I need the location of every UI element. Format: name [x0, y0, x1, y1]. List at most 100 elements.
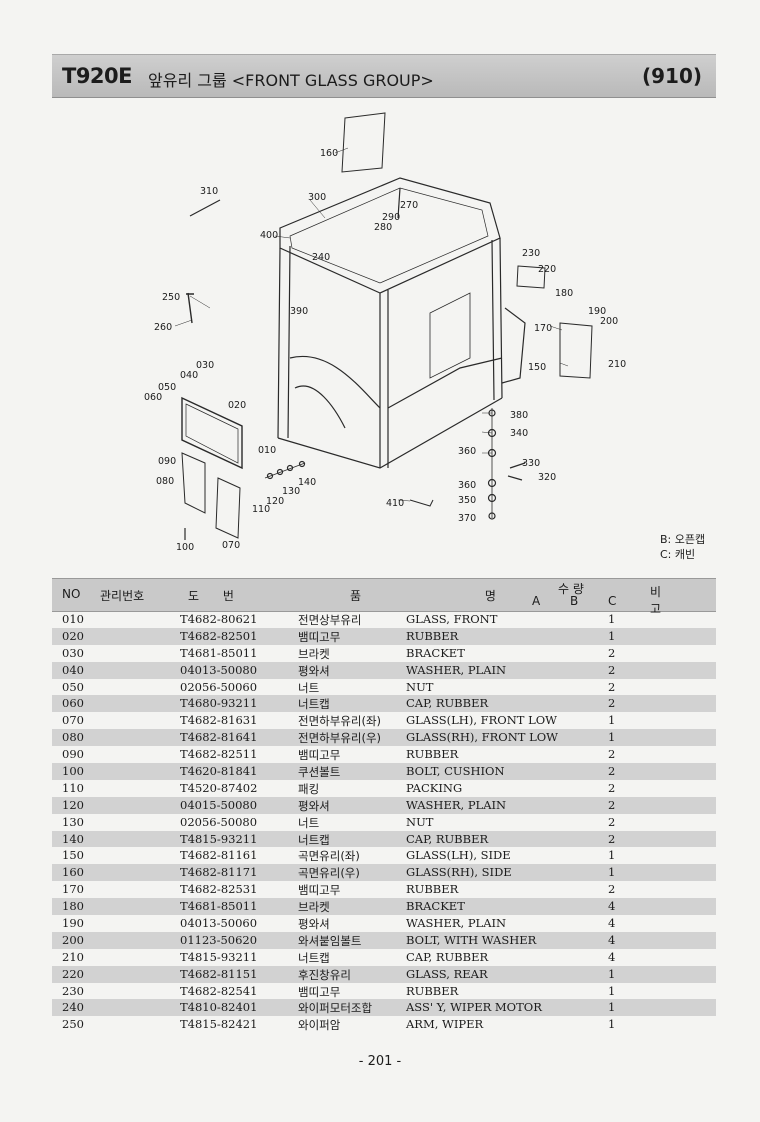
callout-390: 390 — [290, 306, 308, 317]
quantity-cabin: 4 — [608, 916, 616, 931]
part-number: T4520-87402 — [180, 780, 258, 795]
quantity-cabin: 2 — [608, 831, 616, 846]
legend: B: 오픈캡 C: 캐빈 — [660, 532, 705, 562]
quantity-cabin: 1 — [608, 865, 616, 880]
callout-230: 230 — [522, 248, 540, 259]
callout-370: 370 — [458, 513, 476, 524]
part-name-english: CAP, RUBBER — [406, 696, 489, 711]
header-no: NO — [62, 587, 81, 601]
callout-140: 140 — [298, 477, 316, 488]
callout-180: 180 — [555, 288, 573, 299]
callout-150: 150 — [528, 362, 546, 373]
part-name-english: GLASS(LH), FRONT LOW — [406, 713, 557, 728]
group-title: 앞유리 그룹 <FRONT GLASS GROUP> — [148, 71, 434, 90]
callout-100: 100 — [176, 542, 194, 553]
part-name-english: BOLT, WITH WASHER — [406, 932, 537, 947]
part-name-korean: 와이퍼모터조합 — [298, 1001, 373, 1016]
callout-210: 210 — [608, 359, 626, 370]
part-ref-no: 250 — [62, 1017, 84, 1032]
part-number: T4681-85011 — [180, 645, 258, 660]
part-name-english: RUBBER — [406, 983, 459, 998]
quantity-cabin: 1 — [608, 1017, 616, 1032]
callout-410: 410 — [386, 498, 404, 509]
part-ref-no: 030 — [62, 645, 84, 660]
part-name-english: ARM, WIPER — [406, 1017, 484, 1032]
callout-030: 030 — [196, 360, 214, 371]
quantity-cabin: 2 — [608, 662, 616, 677]
callout-360: 360 — [458, 480, 476, 491]
part-ref-no: 210 — [62, 949, 84, 964]
header-qty-b: B — [570, 594, 579, 608]
part-name-english: BRACKET — [406, 899, 465, 914]
part-number: T4815-93211 — [180, 949, 258, 964]
part-name-english: NUT — [406, 814, 434, 829]
callout-120: 120 — [266, 496, 284, 507]
callout-310: 310 — [200, 186, 218, 197]
part-ref-no: 020 — [62, 628, 84, 643]
part-ref-no: 080 — [62, 730, 84, 745]
part-name-korean: 뱀띠고무 — [298, 629, 341, 644]
part-number: 02056-50060 — [180, 679, 258, 694]
part-name-korean: 쿠션볼트 — [298, 765, 341, 780]
part-number: T4682-81161 — [180, 848, 258, 863]
part-name-korean: 와이퍼암 — [298, 1018, 341, 1033]
callout-330: 330 — [522, 458, 540, 469]
part-name-korean: 평와셔 — [298, 798, 330, 813]
header-part-name: 품 명 — [350, 589, 556, 603]
callout-080: 080 — [156, 476, 174, 487]
part-name-korean: 곡면유리(좌) — [298, 849, 360, 864]
part-ref-no: 090 — [62, 747, 84, 762]
quantity-cabin: 1 — [608, 628, 616, 643]
part-name-korean: 곡면유리(우) — [298, 866, 360, 881]
part-ref-no: 070 — [62, 713, 84, 728]
callout-020: 020 — [228, 400, 246, 411]
part-name-english: NUT — [406, 679, 434, 694]
model-name: T920E — [62, 64, 133, 88]
header-remark: 비 고 — [650, 585, 676, 616]
callout-130: 130 — [282, 486, 300, 497]
quantity-cabin: 2 — [608, 645, 616, 660]
part-name-english: WASHER, PLAIN — [406, 916, 507, 931]
callout-350: 350 — [458, 495, 476, 506]
callout-240: 240 — [312, 252, 330, 263]
part-ref-no: 170 — [62, 882, 84, 897]
part-name-english: GLASS(LH), SIDE — [406, 848, 511, 863]
header-qty-a: A — [532, 594, 541, 608]
part-name-english: PACKING — [406, 780, 463, 795]
part-ref-no: 060 — [62, 696, 84, 711]
callout-290: 290 — [382, 212, 400, 223]
part-ref-no: 150 — [62, 848, 84, 863]
callout-300: 300 — [308, 192, 326, 203]
header-mgmt-no: 관리번호 — [100, 589, 145, 603]
quantity-cabin: 1 — [608, 848, 616, 863]
part-name-korean: 평와셔 — [298, 663, 330, 678]
callout-060: 060 — [144, 392, 162, 403]
header-drawing-no: 도 번 — [188, 589, 244, 603]
quantity-cabin: 1 — [608, 713, 616, 728]
page-header: T920E 앞유리 그룹 <FRONT GLASS GROUP> (910) — [52, 54, 716, 98]
part-number: 04013-50060 — [180, 916, 258, 931]
callout-190: 190 — [588, 306, 606, 317]
quantity-cabin: 1 — [608, 966, 616, 981]
part-number: T4682-81151 — [180, 966, 258, 981]
callout-110: 110 — [252, 504, 270, 515]
legend-open-cab: B: 오픈캡 — [660, 533, 706, 546]
quantity-cabin: 2 — [608, 696, 616, 711]
part-ref-no: 120 — [62, 797, 84, 812]
part-ref-no: 130 — [62, 814, 84, 829]
callout-360: 360 — [458, 446, 476, 457]
part-number: 04015-50080 — [180, 797, 258, 812]
part-number: T4810-82401 — [180, 1000, 258, 1015]
part-name-korean: 전면하부유리(좌) — [298, 714, 382, 729]
callout-320: 320 — [538, 472, 556, 483]
